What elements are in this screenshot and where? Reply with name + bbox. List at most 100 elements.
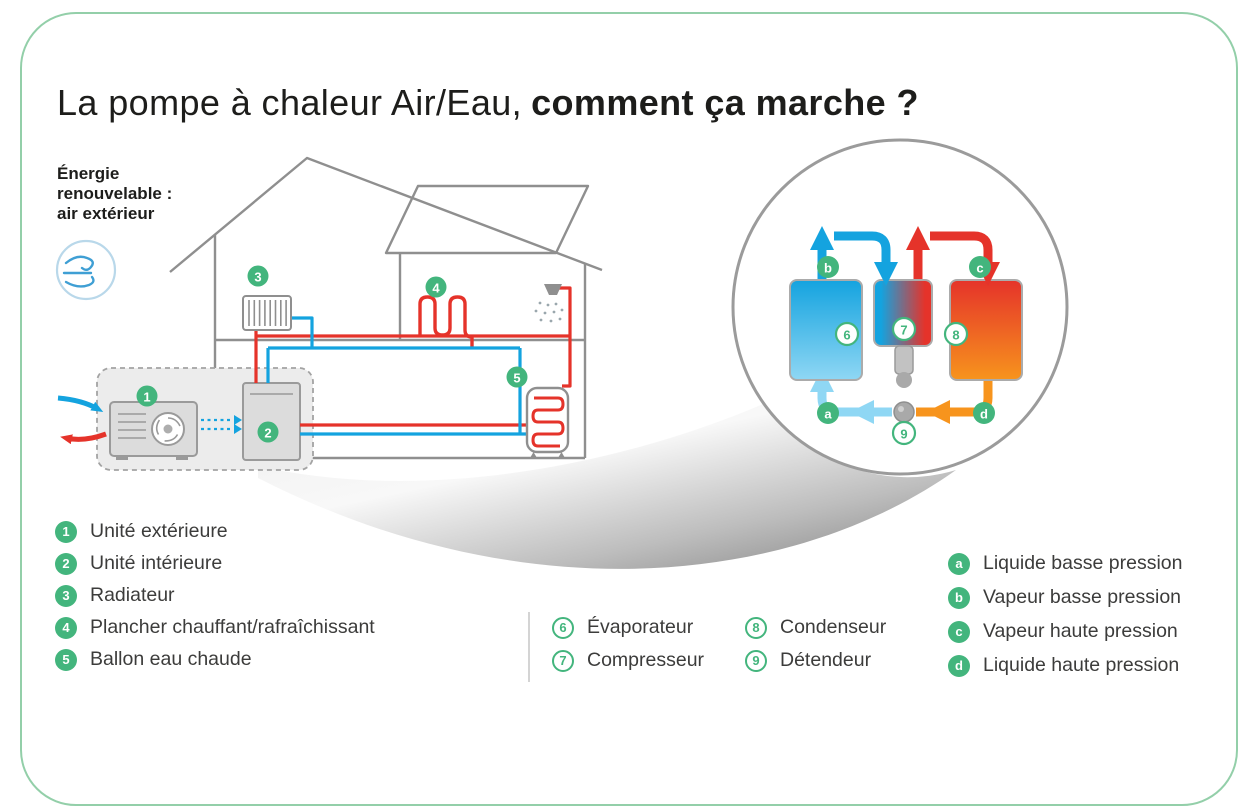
legend-item-compresseur: 7 Compresseur xyxy=(552,649,704,672)
svg-text:5: 5 xyxy=(513,371,520,386)
legend-label: Vapeur basse pression xyxy=(983,586,1182,608)
legend-label: Plancher chauffant/rafraîchissant xyxy=(90,616,375,638)
legend-states: a Liquide basse pression b Vapeur basse … xyxy=(948,552,1182,688)
legend-label: Liquide haute pression xyxy=(983,654,1180,676)
air-in-arrow xyxy=(57,395,104,412)
legend-item-plancher: 4 Plancher chauffant/rafraîchissant xyxy=(55,616,375,639)
air-out-arrow xyxy=(60,431,107,445)
legend-label: Unité intérieure xyxy=(90,552,223,574)
legend-label: Vapeur haute pression xyxy=(983,620,1178,642)
svg-text:3: 3 xyxy=(254,270,261,285)
marker-2: 2 xyxy=(257,421,279,443)
hydraulic-pipes xyxy=(254,286,572,436)
title-bold: comment ça marche ? xyxy=(531,82,919,123)
fan-icon xyxy=(151,412,185,446)
marker-5: 5 xyxy=(506,366,528,388)
svg-text:6: 6 xyxy=(843,328,850,343)
legend-label: Liquide basse pression xyxy=(983,552,1183,574)
shower-icon xyxy=(534,284,564,323)
legend-item-evaporateur: 6 Évaporateur xyxy=(552,616,704,639)
legend-label: Compresseur xyxy=(587,649,705,671)
legend-marker: 4 xyxy=(55,616,77,639)
svg-text:4: 4 xyxy=(432,281,440,296)
compressor-piston xyxy=(894,345,914,388)
legend-label: Radiateur xyxy=(90,584,175,606)
legend-item-unite-interieure: 2 Unité intérieure xyxy=(55,552,375,575)
svg-text:c: c xyxy=(976,261,983,276)
marker-b: b xyxy=(817,256,839,278)
solar-panel xyxy=(384,184,590,255)
evaporator xyxy=(789,279,863,381)
legend-item-liquide-haute: d Liquide haute pression xyxy=(948,654,1182,677)
legend-label: Ballon eau chaude xyxy=(90,648,252,670)
svg-text:7: 7 xyxy=(900,323,907,338)
legend-item-condenseur: 8 Condenseur xyxy=(745,616,886,639)
legend-label: Évaporateur xyxy=(587,616,694,638)
refrigeration-cycle xyxy=(789,226,1023,424)
hot-water-tank xyxy=(525,386,570,458)
hot-vapor-up-arrow xyxy=(906,226,930,250)
svg-text:8: 8 xyxy=(952,328,959,343)
svg-text:1: 1 xyxy=(143,390,150,405)
energy-line-3: air extérieur xyxy=(57,204,155,224)
indoor-unit xyxy=(242,382,301,461)
marker-8: 8 xyxy=(943,321,969,347)
legend-marker: 8 xyxy=(745,616,767,639)
legend-marker: a xyxy=(948,552,970,575)
vapor-up-arrow xyxy=(810,226,834,250)
legend-marker: c xyxy=(948,620,970,643)
legend-cycle-col2: 8 Condenseur 9 Détendeur xyxy=(745,616,886,682)
svg-text:9: 9 xyxy=(900,427,907,442)
legend-marker: 6 xyxy=(552,616,574,639)
legend-marker: 2 xyxy=(55,552,77,575)
legend-item-unite-exterieure: 1 Unité extérieure xyxy=(55,520,375,543)
marker-6: 6 xyxy=(834,321,860,347)
legend-marker: 7 xyxy=(552,649,574,672)
legend-marker: 5 xyxy=(55,648,77,671)
legend-item-radiateur: 3 Radiateur xyxy=(55,584,375,607)
title-regular: La pompe à chaleur Air/Eau, xyxy=(57,82,523,123)
marker-4: 4 xyxy=(425,276,447,298)
legend-label: Détendeur xyxy=(780,649,872,671)
page-title: La pompe à chaleur Air/Eau,comment ça ma… xyxy=(57,82,919,124)
refrigerant-arrowhead xyxy=(234,424,242,434)
legend-house: 1 Unité extérieure 2 Unité intérieure 3 … xyxy=(55,520,375,680)
legend-item-detendeur: 9 Détendeur xyxy=(745,649,886,672)
marker-a: a xyxy=(817,402,839,424)
legend-divider xyxy=(528,612,530,682)
liquid-left-arrow xyxy=(926,400,950,424)
energy-line-1: Énergie xyxy=(57,164,120,183)
marker-9: 9 xyxy=(891,420,917,446)
legend-marker: 9 xyxy=(745,649,767,672)
heat-pump-diagram: 1 2 3 4 5 6 7 8 9 a b c xyxy=(55,138,1069,569)
legend-label: Condenseur xyxy=(780,616,887,638)
expansion-valve xyxy=(893,401,915,423)
marker-c: c xyxy=(969,256,991,278)
legend-label: Unité extérieure xyxy=(90,520,228,542)
refrigerant-arrowhead xyxy=(234,415,242,425)
svg-text:d: d xyxy=(980,407,988,422)
marker-1: 1 xyxy=(136,385,158,407)
energy-line-2: renouvelable : xyxy=(57,184,173,204)
legend-item-liquide-basse: a Liquide basse pression xyxy=(948,552,1182,575)
svg-text:a: a xyxy=(824,407,832,422)
legend-marker: 1 xyxy=(55,520,77,543)
marker-3: 3 xyxy=(247,265,269,287)
outdoor-unit xyxy=(109,401,198,460)
radiator xyxy=(242,295,292,331)
legend-item-vapeur-basse: b Vapeur basse pression xyxy=(948,586,1182,609)
legend-marker: d xyxy=(948,654,970,677)
tank-coil xyxy=(531,396,565,448)
legend-marker: 3 xyxy=(55,584,77,607)
legend-item-vapeur-haute: c Vapeur haute pression xyxy=(948,620,1182,643)
legend-marker: b xyxy=(948,586,970,609)
low-liquid-left-arrow xyxy=(850,400,874,424)
energy-source-label: Énergie renouvelable : air extérieur xyxy=(57,164,172,224)
svg-text:2: 2 xyxy=(264,426,271,441)
refrigerant-link xyxy=(201,418,233,431)
marker-7: 7 xyxy=(891,316,917,342)
legend-item-ballon: 5 Ballon eau chaude xyxy=(55,648,375,671)
marker-d: d xyxy=(973,402,995,424)
magnifier-funnel xyxy=(258,402,956,569)
floor-coil xyxy=(418,295,474,348)
